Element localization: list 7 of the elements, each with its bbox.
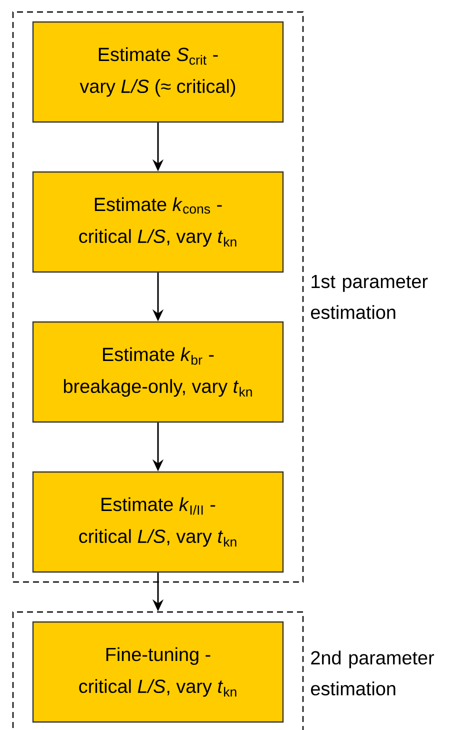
group-label: 2nd parameter estimation [311,650,434,696]
process-box: Estimate k$_{cons}$ - critical L/S, vary t$_{kn}$ [32,171,284,273]
group-label: 1st parameter estimation [311,274,428,320]
process-box: Estimate k$_{br}$ - breakage-only, vary t$_{kn}$ [32,321,284,423]
process-box: Estimate k$_{I/II}$ - critical L/S, vary t$_{kn}$ [32,471,284,573]
process-box: Fine-tuning - critical L/S, vary t$_{kn}$ [32,621,284,723]
process-box: Estimate S$_{crit}$ - vary L/S (≈ critical) [32,21,284,123]
